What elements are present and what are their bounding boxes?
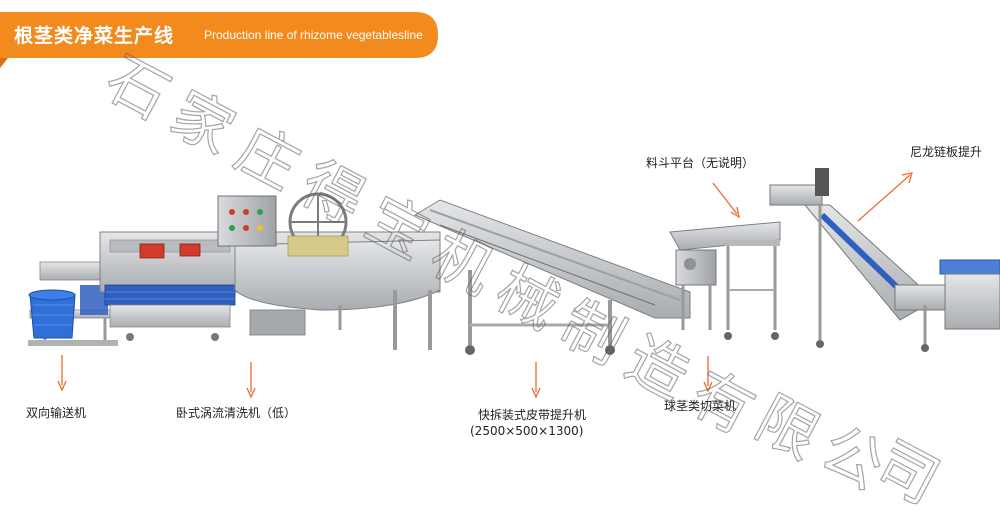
- label-belt-elevator: 快拆装式皮带提升机: [478, 408, 587, 422]
- page-title: 根茎类净菜生产线: [14, 25, 175, 47]
- arrow-down-icon: [531, 362, 541, 399]
- callout-arrows: [57, 172, 913, 399]
- arrow-down-icon: [703, 356, 713, 393]
- hopper-platform: [669, 221, 781, 340]
- page-subtitle: Production line of rhizome vegetableslin…: [204, 28, 423, 42]
- label-belt-elevator-spec: (2500×500×1300): [470, 424, 584, 438]
- arrow-diagonal-icon: [857, 172, 913, 222]
- nylon-chain-elevator: [769, 168, 1000, 352]
- label-bidirectional-conveyor: 双向输送机: [26, 406, 87, 420]
- arrow-down-icon: [57, 355, 67, 392]
- vortex-washer: [99, 192, 441, 350]
- label-bulb-cutter: 球茎类切菜机: [664, 399, 737, 413]
- belt-elevator: [413, 199, 691, 355]
- arrow-diagonal-icon: [712, 182, 740, 219]
- bidirectional-conveyor: [28, 261, 118, 346]
- arrow-down-icon: [246, 362, 256, 399]
- label-vortex-washer: 卧式涡流清洗机（低）: [176, 406, 297, 420]
- label-hopper-platform: 料斗平台（无说明）: [646, 156, 755, 170]
- bulb-vegetable-cutter: [675, 249, 717, 330]
- header-banner: 根茎类净菜生产线 Production line of rhizome vege…: [0, 8, 440, 68]
- label-nylon-elevator: 尼龙链板提升: [910, 145, 983, 159]
- banner-shape: [0, 12, 438, 68]
